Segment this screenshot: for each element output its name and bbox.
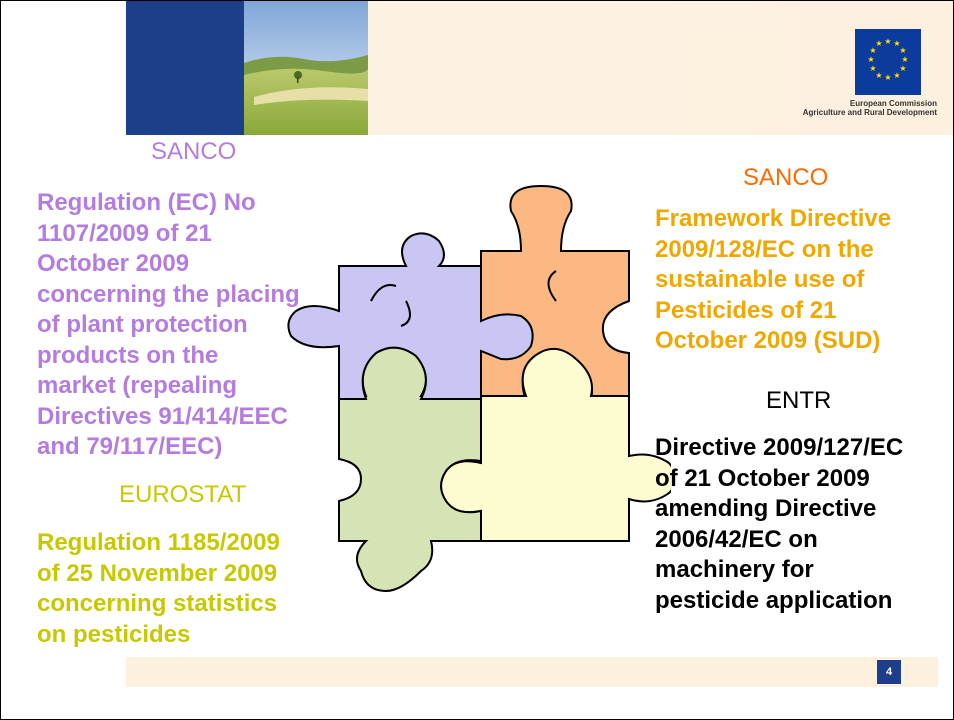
svg-text:★: ★ xyxy=(899,64,906,73)
left-bottom-body: Regulation 1185/2009 of 25 November 2009… xyxy=(37,529,280,648)
puzzle-curve-2 xyxy=(400,300,411,327)
logo-text: European Commission Agriculture and Rura… xyxy=(803,99,937,117)
svg-text:★: ★ xyxy=(869,64,876,73)
svg-text:★: ★ xyxy=(884,73,891,82)
european-commission-logo: ★ ★ ★ ★ ★ ★ ★ ★ ★ ★ ★ ★ European Commiss… xyxy=(783,29,937,133)
svg-text:★: ★ xyxy=(869,46,876,55)
eu-flag-icon: ★ ★ ★ ★ ★ ★ ★ ★ ★ ★ ★ ★ xyxy=(855,29,921,95)
left-top-heading: SANCO xyxy=(151,138,237,165)
logo-line-2: Agriculture and Rural Development xyxy=(802,108,937,117)
left-top-body: Regulation (EC) No 1107/2009 of 21 Octob… xyxy=(37,189,300,460)
footer-bar xyxy=(126,657,938,687)
svg-text:★: ★ xyxy=(875,39,882,48)
svg-text:★: ★ xyxy=(893,39,900,48)
page-number: 4 xyxy=(877,660,901,684)
left-bottom-heading: EUROSTAT xyxy=(119,481,247,508)
svg-text:★: ★ xyxy=(893,71,900,80)
svg-text:★: ★ xyxy=(899,46,906,55)
right-top-heading: SANCO xyxy=(743,164,829,191)
logo-line-1: European Commission xyxy=(849,99,937,108)
right-bottom-heading: ENTR xyxy=(766,387,832,414)
puzzle-curve-3 xyxy=(547,270,557,302)
right-bottom-body: Directive 2009/127/EC of 21 October 2009… xyxy=(655,434,904,614)
svg-text:★: ★ xyxy=(884,37,891,46)
svg-text:★: ★ xyxy=(875,71,882,80)
header-blue-block xyxy=(126,1,244,135)
svg-text:★: ★ xyxy=(901,55,908,64)
puzzle-curve-1 xyxy=(370,284,397,302)
puzzle-illustration xyxy=(287,184,671,593)
right-top-body: Framework Directive 2009/128/EC on the s… xyxy=(655,205,892,354)
landscape-photo xyxy=(244,1,368,135)
svg-text:★: ★ xyxy=(867,55,874,64)
